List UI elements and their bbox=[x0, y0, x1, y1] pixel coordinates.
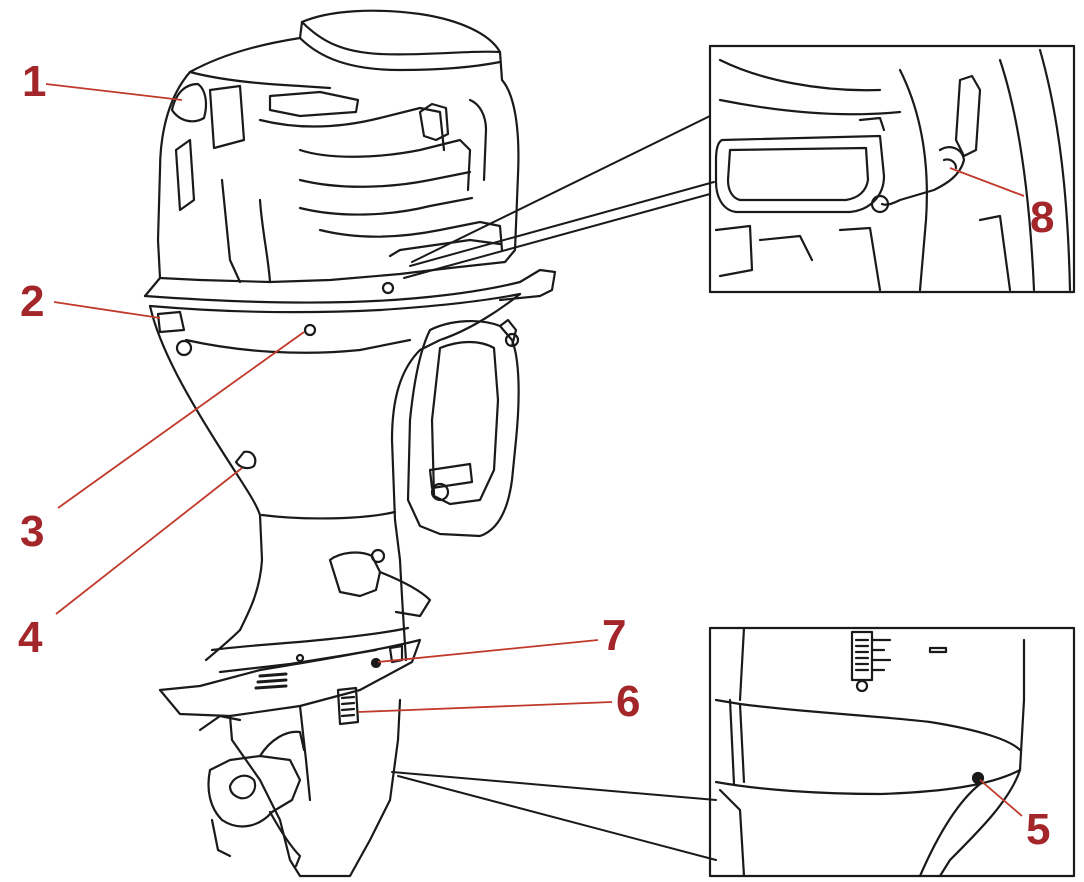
callout-4: 4 bbox=[18, 613, 43, 662]
swivel-bracket bbox=[406, 319, 520, 538]
anti-cavitation-plate bbox=[158, 638, 422, 718]
propeller bbox=[207, 754, 302, 828]
inset-detail-frame-bottom bbox=[708, 626, 1076, 878]
callout-5: 5 bbox=[1026, 805, 1051, 854]
leader-line-3 bbox=[57, 331, 305, 509]
callout-1: 1 bbox=[22, 57, 47, 106]
leader-line-1 bbox=[45, 83, 183, 101]
leader-line-7 bbox=[377, 639, 599, 663]
callout-7: 7 bbox=[602, 611, 627, 660]
leader-line-6 bbox=[357, 701, 613, 713]
callout-8: 8 bbox=[1030, 193, 1055, 242]
callout-3: 3 bbox=[20, 507, 45, 556]
cowling-band bbox=[143, 268, 557, 304]
callout-6: 6 bbox=[616, 677, 641, 726]
leader-line-4 bbox=[55, 467, 243, 615]
gearcase bbox=[228, 698, 402, 878]
callout-2: 2 bbox=[20, 277, 45, 326]
upper-casing bbox=[148, 304, 264, 632]
inset-detail-frame-top bbox=[708, 44, 1076, 294]
leader-line-2 bbox=[53, 301, 161, 319]
leader-line-8 bbox=[949, 167, 1025, 197]
leader-line-5 bbox=[979, 779, 1023, 817]
